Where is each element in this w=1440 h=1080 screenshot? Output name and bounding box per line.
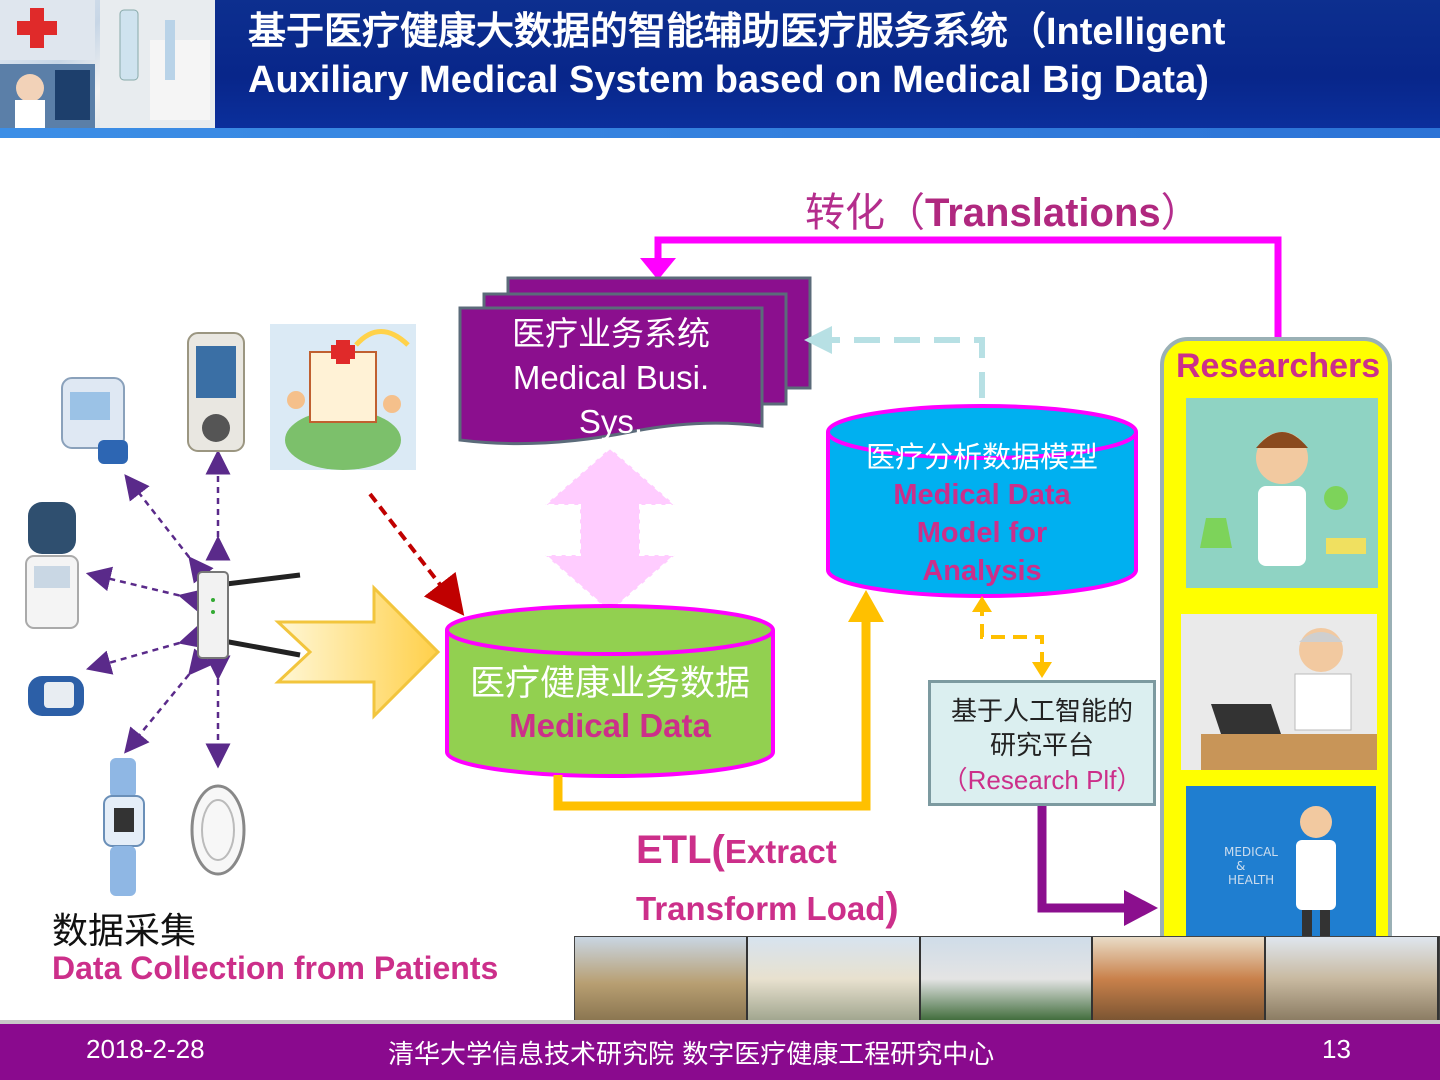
header-divider [0, 128, 1440, 138]
university-buildings-icon [747, 937, 921, 1021]
doctor-standing-icon: MEDICAL & HEALTH [1186, 786, 1376, 944]
etl-l2-small: Transform Load [636, 890, 886, 927]
translation-arrowhead [640, 258, 676, 280]
etl-arrow [553, 620, 871, 811]
analysis-model-en-2: Model for [916, 517, 1048, 549]
footer-divider [0, 1020, 1440, 1026]
translations-close: ） [1160, 191, 1201, 235]
medical-data-cylinder [445, 604, 775, 778]
university-buildings-strip [574, 936, 1440, 1022]
doctor-laptop-icon [1181, 614, 1377, 770]
medical-business-en-1: Medical Busi. [512, 359, 710, 396]
page-title: 基于医疗健康大数据的智能辅助医疗服务系统（Intelligent Auxilia… [248, 8, 1428, 104]
university-buildings-icon [1093, 937, 1267, 1021]
analysis-model-en-1: Medical Data [893, 479, 1071, 511]
medical-business-system [458, 276, 812, 446]
university-buildings-icon [575, 937, 748, 1021]
smart-scale-icon [190, 784, 246, 876]
hospital-illustration-icon [270, 324, 416, 470]
university-buildings-icon [1266, 937, 1439, 1021]
medical-data-en: Medical Data [509, 707, 711, 744]
footer-organization: 清华大学信息技术研究院 数字医疗健康工程研究中心 [388, 1040, 995, 1070]
data-collection-en: Data Collection from Patients [52, 950, 499, 986]
cuff-monitor-icon [25, 502, 79, 629]
medical-collage-icon [0, 0, 215, 128]
header-band [215, 0, 1440, 128]
svg-text:HEALTH: HEALTH [1228, 873, 1274, 887]
blood-pressure-monitor-icon [61, 377, 128, 464]
etl-arrowhead [848, 590, 884, 622]
medical-business-en-2: Sys. [578, 403, 644, 440]
wearable-device-icon [103, 758, 145, 896]
etl-l1-small: Extract [724, 833, 837, 870]
etl-l2-big: ) [885, 885, 899, 929]
translations-cn: 转化（ [805, 190, 925, 236]
hospital-data-arrow [368, 492, 465, 616]
translations-en: Translations [925, 191, 1161, 235]
analysis-model-cylinder [826, 404, 1138, 598]
wireless-router-icon [197, 571, 301, 659]
title-line-2: Auxiliary Medical System based on Medica… [248, 59, 1209, 101]
pda-device-icon [187, 332, 245, 452]
etl-label-line-1: ETL(Extract [636, 828, 837, 873]
glucose-meter-icon [28, 676, 84, 716]
analysis-model-cn: 医疗分析数据模型 [865, 440, 1098, 474]
svg-text:&: & [1236, 859, 1245, 873]
title-line-1: 基于医疗健康大数据的智能辅助医疗服务系统（Intelligent [248, 11, 1226, 53]
etl-l1-big: ETL( [636, 828, 725, 872]
data-collection-cn: 数据采集 [52, 911, 197, 952]
scientist-icon [1186, 398, 1378, 588]
research-platform-box: 基于人工智能的 研究平台 （Research Plf） [928, 680, 1156, 806]
device-links [85, 449, 231, 769]
medical-business-cn: 医疗业务系统 [512, 314, 710, 353]
feedback-arrowhead [804, 326, 832, 354]
medical-data-cn: 医疗健康业务数据 [469, 664, 750, 704]
research-platform-cn-1: 基于人工智能的 [950, 697, 1133, 727]
data-collection-arrow [274, 584, 441, 720]
research-platform-en: （Research Plf） [941, 765, 1143, 795]
page-number: 13 [1322, 1034, 1351, 1064]
sync-double-arrow [542, 446, 678, 614]
platform-to-researchers-arrow [1037, 806, 1130, 913]
analysis-model-label: 医疗分析数据模型 Medical Data Model for Analysis [830, 438, 1134, 590]
researchers-label: Researchers [1176, 347, 1381, 385]
svg-text:MEDICAL: MEDICAL [1224, 845, 1278, 859]
medical-business-label: 医疗业务系统 Medical Busi. Sys. [470, 312, 752, 444]
footer [0, 1024, 1440, 1080]
medical-collage-image [0, 0, 215, 128]
university-buildings-icon [920, 937, 1094, 1021]
analysis-model-en-3: Analysis [922, 555, 1042, 587]
research-platform-cn-2: 研究平台 [989, 731, 1094, 761]
etl-label-line-2: Transform Load) [636, 885, 899, 930]
feedback-dashed-arrow [830, 337, 985, 398]
translation-arrow [654, 236, 1282, 340]
footer-date: 2018-2-28 [86, 1034, 205, 1064]
medical-data-label: 医疗健康业务数据 Medical Data [452, 662, 768, 746]
translations-label: 转化（Translations） [805, 180, 1201, 238]
